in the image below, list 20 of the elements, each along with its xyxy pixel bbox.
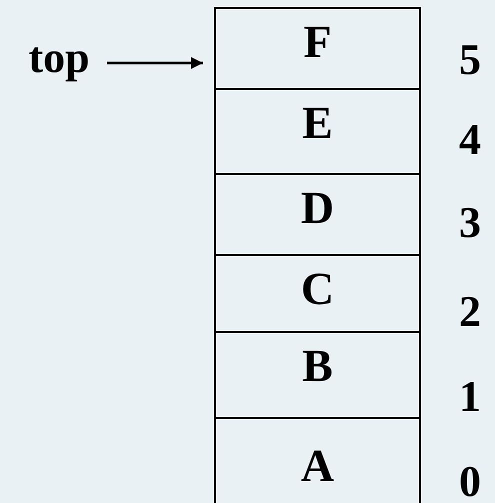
index-number: 5 (458, 38, 482, 82)
cell-text: F (303, 19, 332, 69)
stack-cell (214, 88, 421, 175)
pointer-label: top (28, 36, 90, 84)
stack-cell (214, 331, 421, 419)
stack-cell (214, 254, 421, 333)
index-number: 4 (458, 118, 482, 162)
cell-text: D (300, 185, 334, 235)
cell-text: E (302, 100, 333, 150)
stack-cell (214, 173, 421, 256)
cell-text: B (302, 343, 333, 393)
stack-cell (214, 7, 421, 90)
index-number: 2 (458, 290, 482, 334)
index-number: 1 (458, 375, 482, 419)
index-number: 3 (458, 201, 482, 245)
stack-cell (214, 417, 421, 503)
cell-text: A (300, 443, 334, 493)
arrow (107, 57, 203, 69)
cell-text: C (300, 266, 334, 316)
index-number: 0 (458, 460, 482, 503)
